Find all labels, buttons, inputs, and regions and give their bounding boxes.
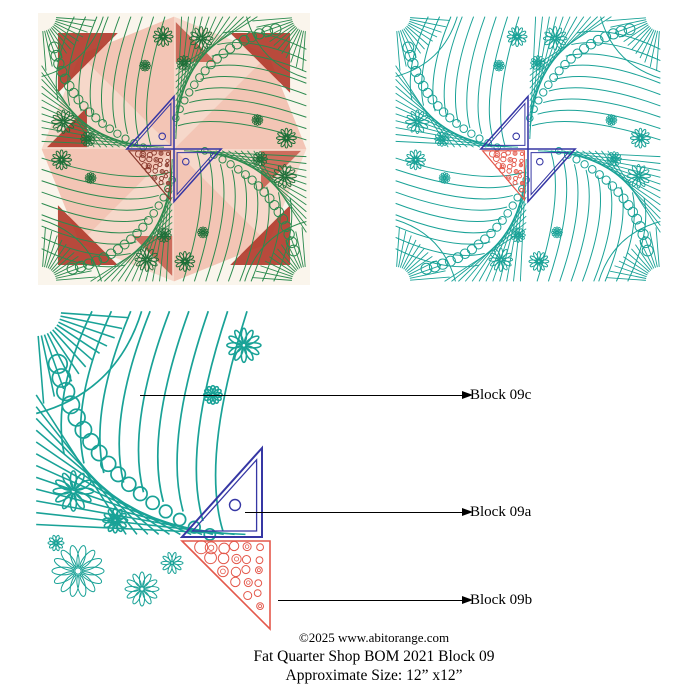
pattern-title: Fat Quarter Shop BOM 2021 Block 09 xyxy=(253,647,495,665)
footer: ©2025 www.abitorange.com Fat Quarter Sho… xyxy=(253,630,494,686)
stitch-only-block xyxy=(395,16,661,282)
label-block-09b: Block 09b xyxy=(470,592,533,608)
label-block-09c: Block 09c xyxy=(470,387,532,403)
copyright-text: ©2025 www.abitorange.com xyxy=(298,630,450,645)
label-block-09a: Block 09a xyxy=(470,504,532,520)
arrow-block-09c xyxy=(140,390,473,399)
pieced-block-with-quilting xyxy=(38,13,310,285)
size-text: Approximate Size: 12” x12” xyxy=(285,667,463,685)
arrow-block-09a xyxy=(245,507,473,516)
arrow-block-09b xyxy=(278,595,473,604)
block-detail-enlarged xyxy=(35,310,271,631)
